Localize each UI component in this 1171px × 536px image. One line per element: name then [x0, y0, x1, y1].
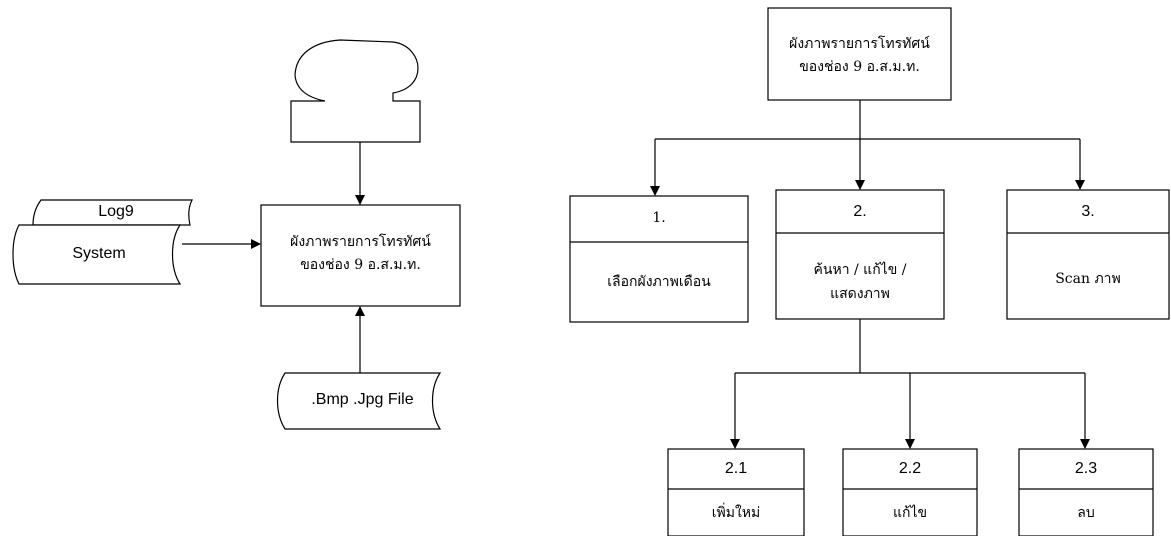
box-2-3-number: 2.3: [1074, 460, 1098, 477]
display-symbol: [290, 39, 421, 143]
box-1-title: เลือกผังภาพเดือน: [607, 274, 711, 290]
log9-storage-shape: [32, 199, 193, 226]
box-1: [569, 195, 749, 323]
box-3: [1006, 189, 1170, 320]
system-label: System: [72, 245, 126, 262]
root-box-line1: ผังภาพรายการโทรทัศน์: [789, 36, 930, 52]
system-storage-shape: [12, 224, 182, 285]
box-2-3: [1018, 448, 1154, 536]
box-2-line1: ค้นหา / แก้ไข /: [813, 262, 907, 278]
box-2-line2: แสดงภาพ: [830, 286, 890, 302]
box-3-title: Scan ภาพ: [1055, 271, 1121, 287]
log9-label: Log9: [98, 203, 134, 220]
context-box-line2: ของช่อง 9 อ.ส.ม.ท.: [300, 257, 421, 273]
box-2-2-title: แก้ไข: [892, 505, 928, 521]
context-box-line1: ผังภาพรายการโทรทัศน์: [290, 234, 431, 250]
box-2-1: [667, 448, 805, 536]
box-2-3-title: ลบ: [1077, 505, 1095, 521]
box-2: [775, 189, 945, 320]
file-input-shape: [276, 372, 442, 430]
context-process-box: [260, 204, 461, 307]
box-2-2-number: 2.2: [898, 460, 922, 477]
root-box: [767, 7, 952, 101]
box-1-number: 1.: [652, 210, 666, 226]
box-2-1-title: เพิ่มใหม่: [711, 505, 761, 521]
root-box-line2: ของช่อง 9 อ.ส.ม.ท.: [799, 59, 920, 75]
box-2-number: 2.: [853, 203, 867, 220]
file-label: .Bmp .Jpg File: [311, 391, 414, 408]
box-2-2: [842, 448, 978, 536]
box-2-1-number: 2.1: [724, 460, 748, 477]
box-3-number: 3.: [1081, 203, 1095, 220]
